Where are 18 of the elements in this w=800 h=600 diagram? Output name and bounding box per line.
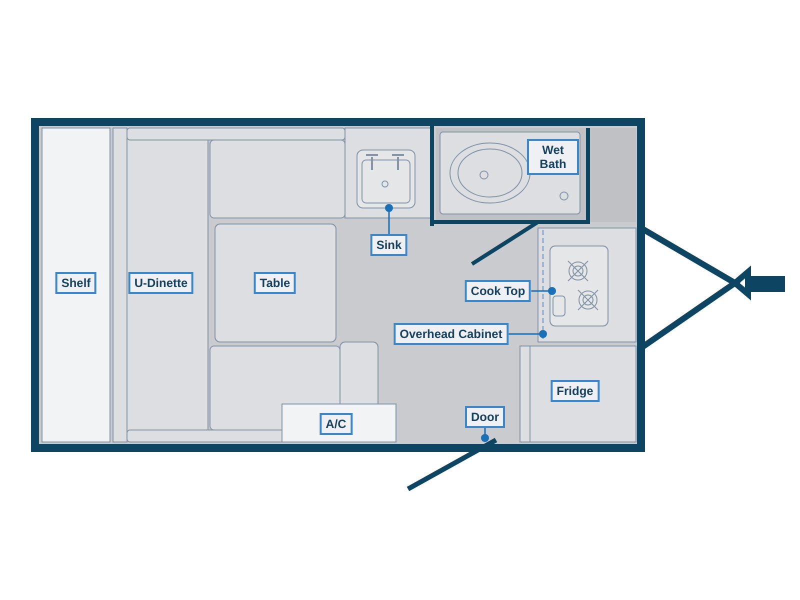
room-label: Overhead Cabinet	[394, 323, 508, 345]
leader-line	[481, 428, 489, 442]
cabinet-outline	[542, 230, 544, 340]
leader-line	[508, 330, 547, 338]
room-label: Fridge	[550, 380, 600, 402]
room-label: Door	[465, 406, 505, 428]
room-label: U-Dinette	[128, 272, 194, 294]
room-label: Cook Top	[464, 280, 532, 302]
leader-line	[531, 287, 556, 295]
door-drawing	[406, 438, 498, 492]
room-label: Table	[254, 272, 296, 294]
room-label: Sink	[370, 234, 408, 256]
room-label: A/C	[320, 413, 352, 435]
sink-drawing	[356, 150, 416, 208]
cooktop-drawing	[550, 246, 608, 326]
room-label: Shelf	[55, 272, 97, 294]
room-label: Wet Bath	[527, 139, 579, 175]
leader-line	[385, 204, 393, 234]
